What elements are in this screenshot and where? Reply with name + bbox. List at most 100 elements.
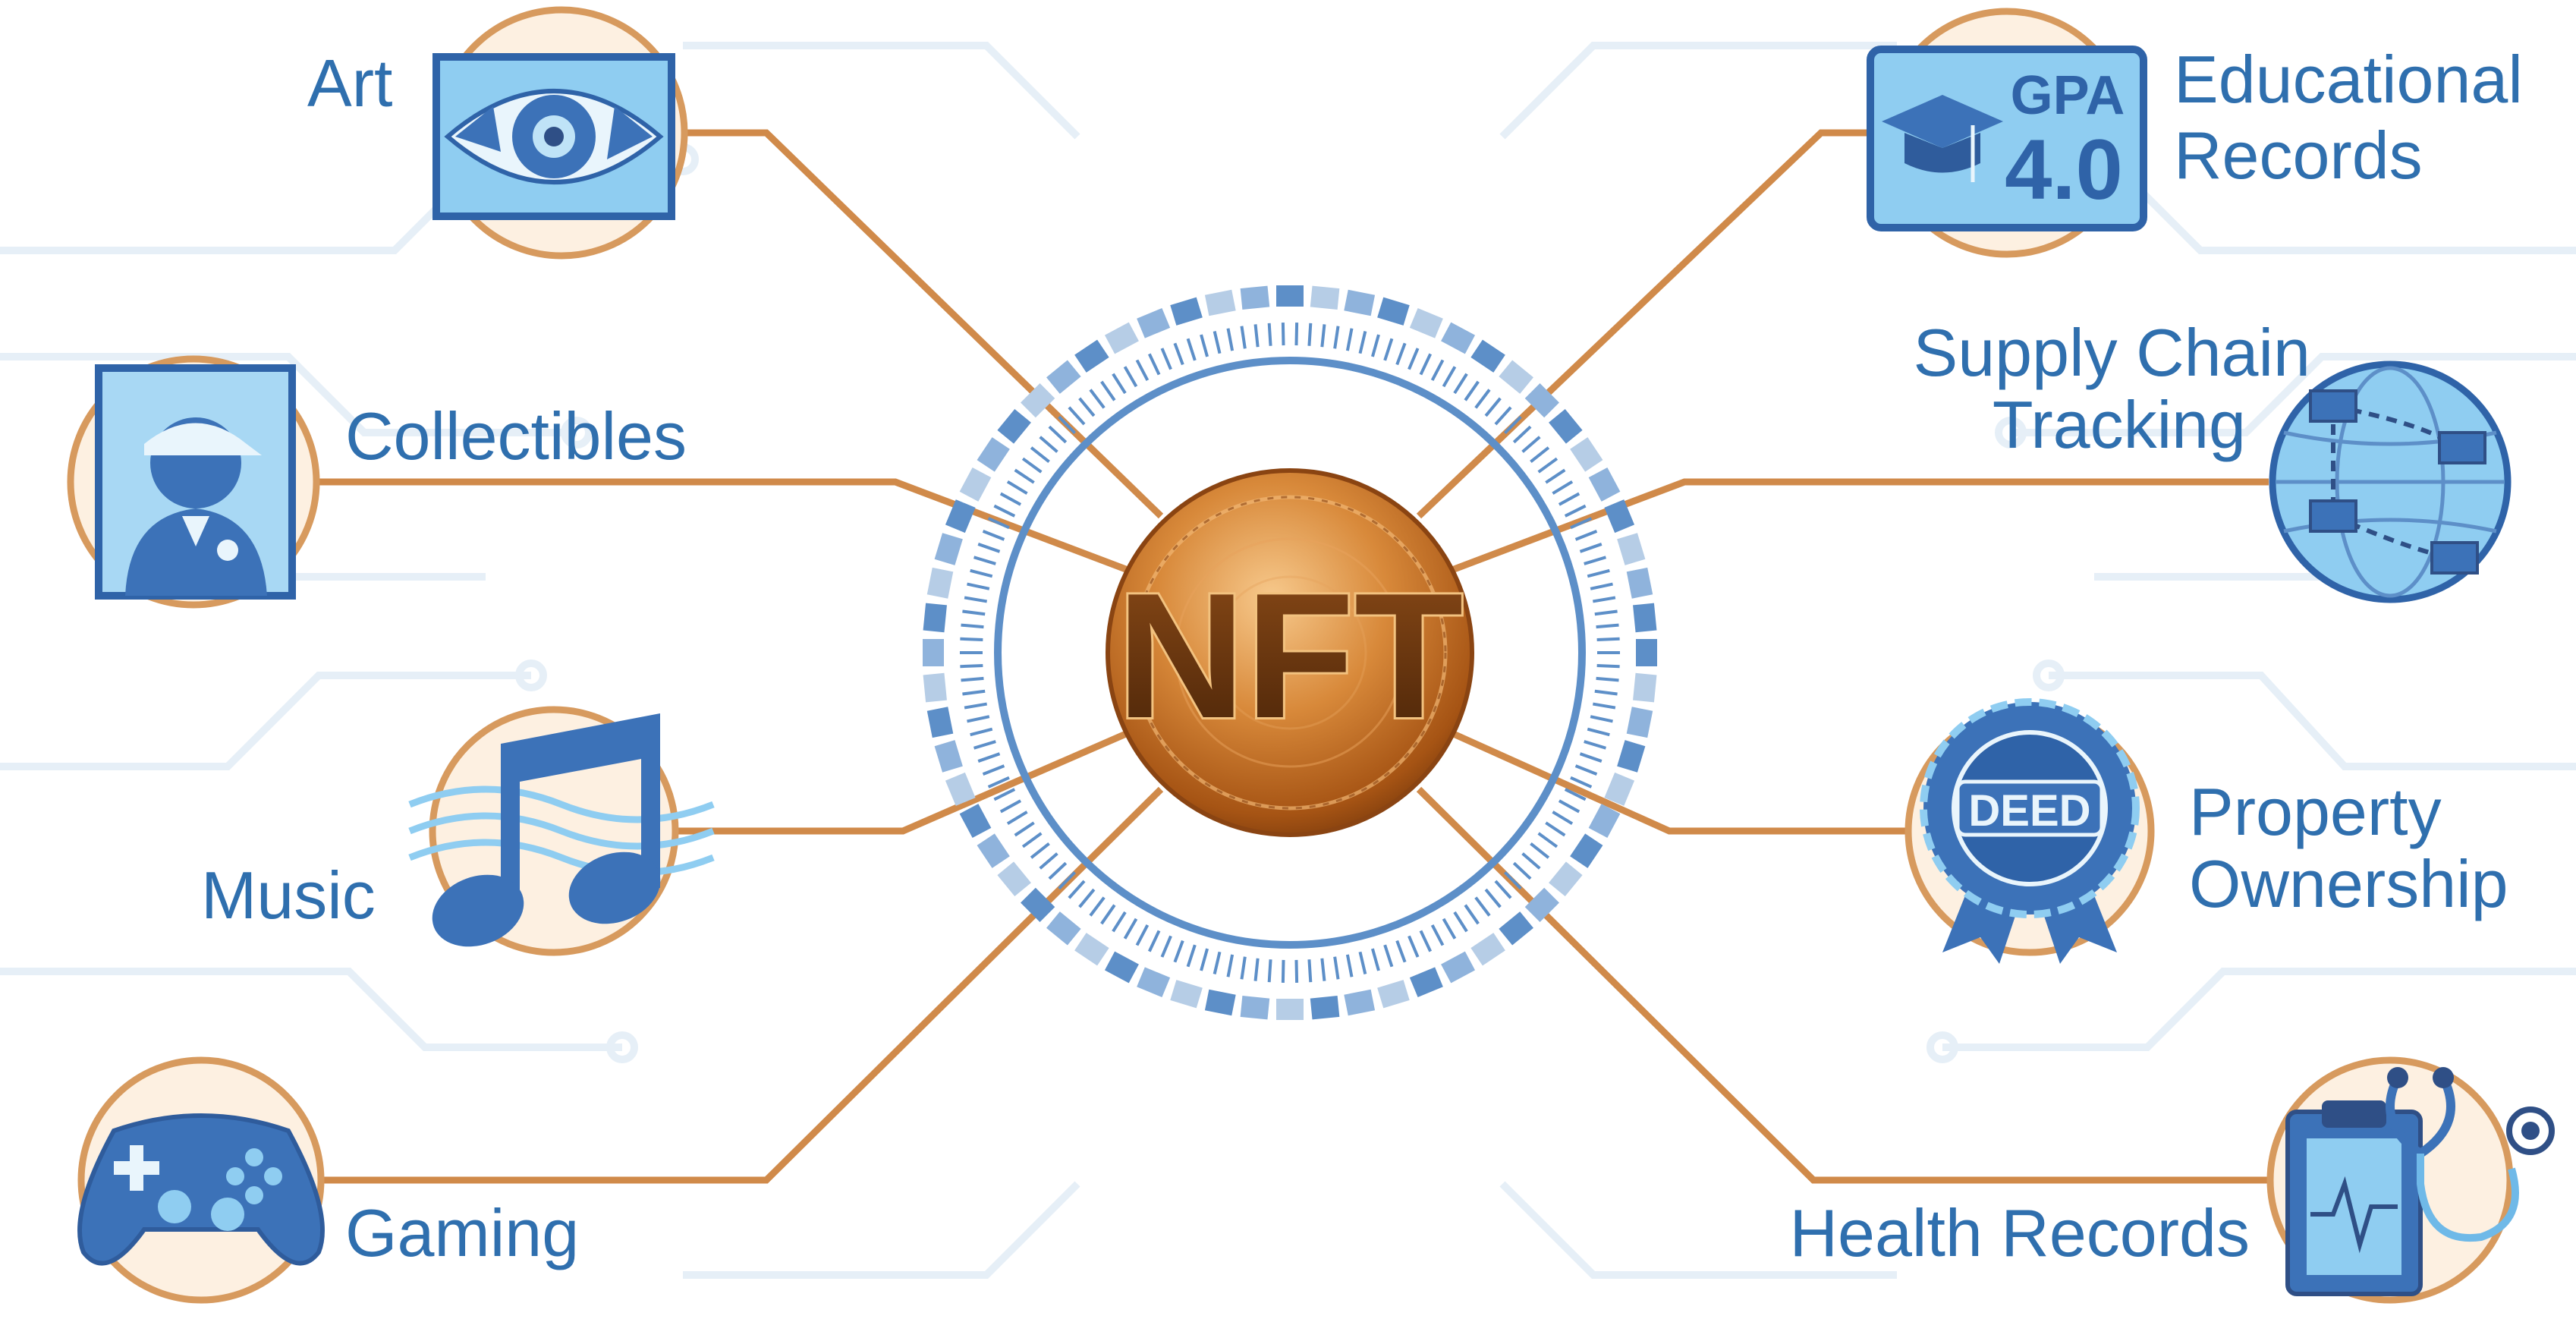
outer-tick: [1377, 297, 1410, 326]
inner-tick: [1442, 366, 1457, 388]
outer-tick-ring: [923, 285, 1657, 1020]
label-property-line2: Ownership: [2189, 846, 2508, 921]
inner-tick: [1112, 373, 1127, 395]
inner-tick: [1453, 373, 1468, 395]
outer-tick: [1021, 383, 1055, 418]
inner-tick: [1494, 406, 1512, 426]
outer-tick: [1204, 289, 1236, 316]
node-education: GPA 4.0 Educational Records: [1867, 8, 2523, 258]
inner-tick: [1123, 366, 1138, 388]
label-music: Music: [201, 858, 376, 933]
inner-tick: [1395, 342, 1407, 366]
outer-tick: [1626, 567, 1653, 599]
inner-tick: [1530, 842, 1550, 859]
inner-tick: [987, 517, 1010, 530]
inner-tick: [1579, 543, 1603, 553]
outer-tick: [959, 804, 992, 839]
label-education-line2: Records: [2174, 118, 2423, 193]
inner-tick: [1530, 446, 1550, 464]
inner-tick-ring: [960, 323, 1620, 983]
gamepad-icon: [77, 1113, 325, 1266]
outer-tick: [934, 533, 963, 565]
outer-tick: [1588, 804, 1621, 839]
inner-tick: [977, 752, 1001, 763]
inner-tick: [1160, 935, 1172, 958]
inner-tick: [1408, 935, 1420, 958]
inner-tick: [1030, 446, 1050, 464]
inner-tick: [1503, 415, 1522, 435]
inner-tick: [1345, 328, 1354, 351]
inner-tick: [1521, 436, 1541, 453]
inner-tick: [1590, 715, 1613, 723]
outer-tick: [1170, 297, 1203, 326]
inner-tick: [1587, 568, 1610, 578]
inner-tick: [1267, 959, 1272, 983]
outer-tick: [1046, 360, 1081, 394]
inner-tick: [1574, 764, 1598, 776]
inner-tick: [1594, 689, 1618, 696]
inner-tick: [1503, 870, 1522, 890]
connector-art: [668, 129, 1164, 519]
package-boxes: [2309, 389, 2486, 575]
inner-tick: [1089, 896, 1106, 917]
deed-ribbon-icon: DEED: [1920, 698, 2140, 964]
inner-tick: [1048, 861, 1068, 880]
outer-tick: [1617, 740, 1646, 773]
inner-tick: [1592, 596, 1616, 603]
inner-tick: [1442, 918, 1457, 940]
outer-tick: [977, 437, 1010, 472]
inner-tick: [1006, 480, 1028, 495]
outer-tick: [997, 409, 1031, 444]
outer-tick: [1310, 996, 1340, 1020]
inner-tick: [1294, 959, 1299, 983]
inner-tick: [1294, 323, 1299, 346]
inner-tick: [1240, 326, 1247, 349]
inner-tick: [993, 788, 1016, 801]
outer-tick: [1204, 989, 1236, 1016]
outer-tick: [1499, 360, 1533, 394]
connector-collectibles: [304, 478, 1147, 581]
outer-tick: [1240, 996, 1270, 1020]
inner-tick: [1592, 702, 1616, 710]
inner-tick: [1383, 338, 1394, 361]
inner-tick: [1240, 956, 1247, 980]
inner-tick: [1419, 353, 1433, 376]
label-art: Art: [307, 46, 392, 121]
inner-tick: [1078, 397, 1096, 417]
label-health: Health Records: [1789, 1195, 2250, 1270]
inner-tick: [1570, 776, 1593, 789]
inner-tick: [1594, 609, 1618, 616]
outer-tick: [945, 499, 976, 534]
inner-tick: [1521, 852, 1541, 870]
outer-tick: [1276, 285, 1304, 307]
inner-tick: [1430, 924, 1445, 946]
outer-tick: [1570, 437, 1603, 472]
inner-tick: [999, 799, 1022, 814]
inner-tick: [961, 623, 984, 629]
inner-tick: [1345, 954, 1354, 977]
node-health: Health Records: [1789, 1056, 2555, 1304]
inner-tick: [1370, 334, 1380, 357]
outer-tick: [959, 467, 992, 502]
inner-tick: [1596, 676, 1619, 682]
inner-tick: [1281, 959, 1285, 983]
inner-tick: [961, 676, 984, 682]
outer-tick: [1377, 980, 1410, 1009]
inner-tick: [1058, 415, 1077, 435]
connector-gaming: [311, 786, 1164, 1184]
inner-tick: [970, 568, 993, 578]
inner-tick: [1358, 331, 1367, 354]
inner-tick: [1558, 492, 1581, 506]
inner-tick: [1058, 870, 1077, 890]
nft-coin: NFT: [1106, 468, 1474, 837]
gpa-value: 4.0: [2005, 122, 2123, 217]
center-rings: [923, 285, 1657, 1020]
inner-tick: [967, 715, 990, 723]
inner-tick: [1537, 832, 1558, 848]
outer-tick: [1604, 772, 1635, 806]
outer-tick: [1524, 887, 1559, 922]
inner-tick: [1048, 425, 1068, 444]
outer-tick: [1470, 933, 1505, 966]
inner-tick: [1135, 924, 1150, 946]
label-supply-line2: Tracking: [1993, 387, 2246, 462]
